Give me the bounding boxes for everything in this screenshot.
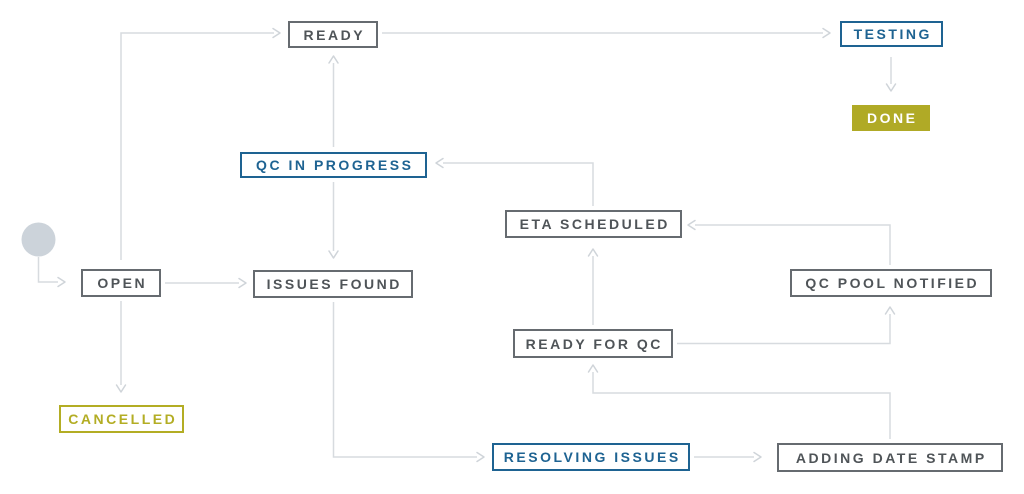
- node-testing: TESTING: [840, 21, 943, 47]
- arrowhead-down-icon: [328, 250, 339, 259]
- arrowhead-right-icon: [822, 27, 831, 39]
- node-cancelled: CANCELLED: [59, 405, 184, 433]
- arrowhead-right-icon: [272, 27, 281, 39]
- arrowhead-up-icon: [328, 55, 339, 64]
- arrowhead-up-icon: [884, 306, 896, 315]
- node-qc-pool-notified: QC POOL NOTIFIED: [790, 269, 992, 297]
- arrowhead-right-icon: [476, 451, 485, 463]
- node-adding-date-stamp: ADDING DATE STAMP: [777, 443, 1003, 472]
- node-qc-in-progress: QC IN PROGRESS: [240, 152, 427, 178]
- node-resolving-issues: RESOLVING ISSUES: [492, 443, 690, 471]
- arrowhead-right-icon: [57, 276, 66, 288]
- edge-adding-date-stamp-to-ready-for-qc: [592, 372, 891, 439]
- node-done: DONE: [852, 105, 930, 131]
- arrowhead-down-icon: [115, 384, 127, 393]
- node-eta-scheduled: ETA SCHEDULED: [505, 210, 682, 238]
- arrowhead-right-icon: [238, 277, 247, 289]
- arrowhead-down-icon: [885, 83, 897, 92]
- node-ready-for-qc: READY FOR QC: [513, 329, 673, 358]
- arrowhead-up-icon: [587, 364, 599, 373]
- node-issues-found: ISSUES FOUND: [253, 270, 413, 298]
- arrowhead-up-icon: [587, 248, 599, 257]
- node-ready: READY: [288, 21, 378, 48]
- arrowhead-left-icon: [687, 219, 696, 231]
- edge-ready-for-qc-to-qc-pool-notified: [677, 314, 891, 345]
- edge-eta-scheduled-to-qc-in-progress: [443, 162, 594, 206]
- edge-start-to-open: [37, 257, 58, 283]
- edge-qc-pool-notified-to-eta-scheduled: [695, 224, 891, 265]
- arrowhead-left-icon: [435, 157, 444, 169]
- node-open: OPEN: [81, 269, 161, 297]
- edge-open-to-ready: [120, 32, 274, 260]
- edge-issues-found-to-resolving-issues: [332, 302, 477, 458]
- start-node-circle: [21, 222, 56, 257]
- arrowhead-right-icon: [753, 451, 762, 463]
